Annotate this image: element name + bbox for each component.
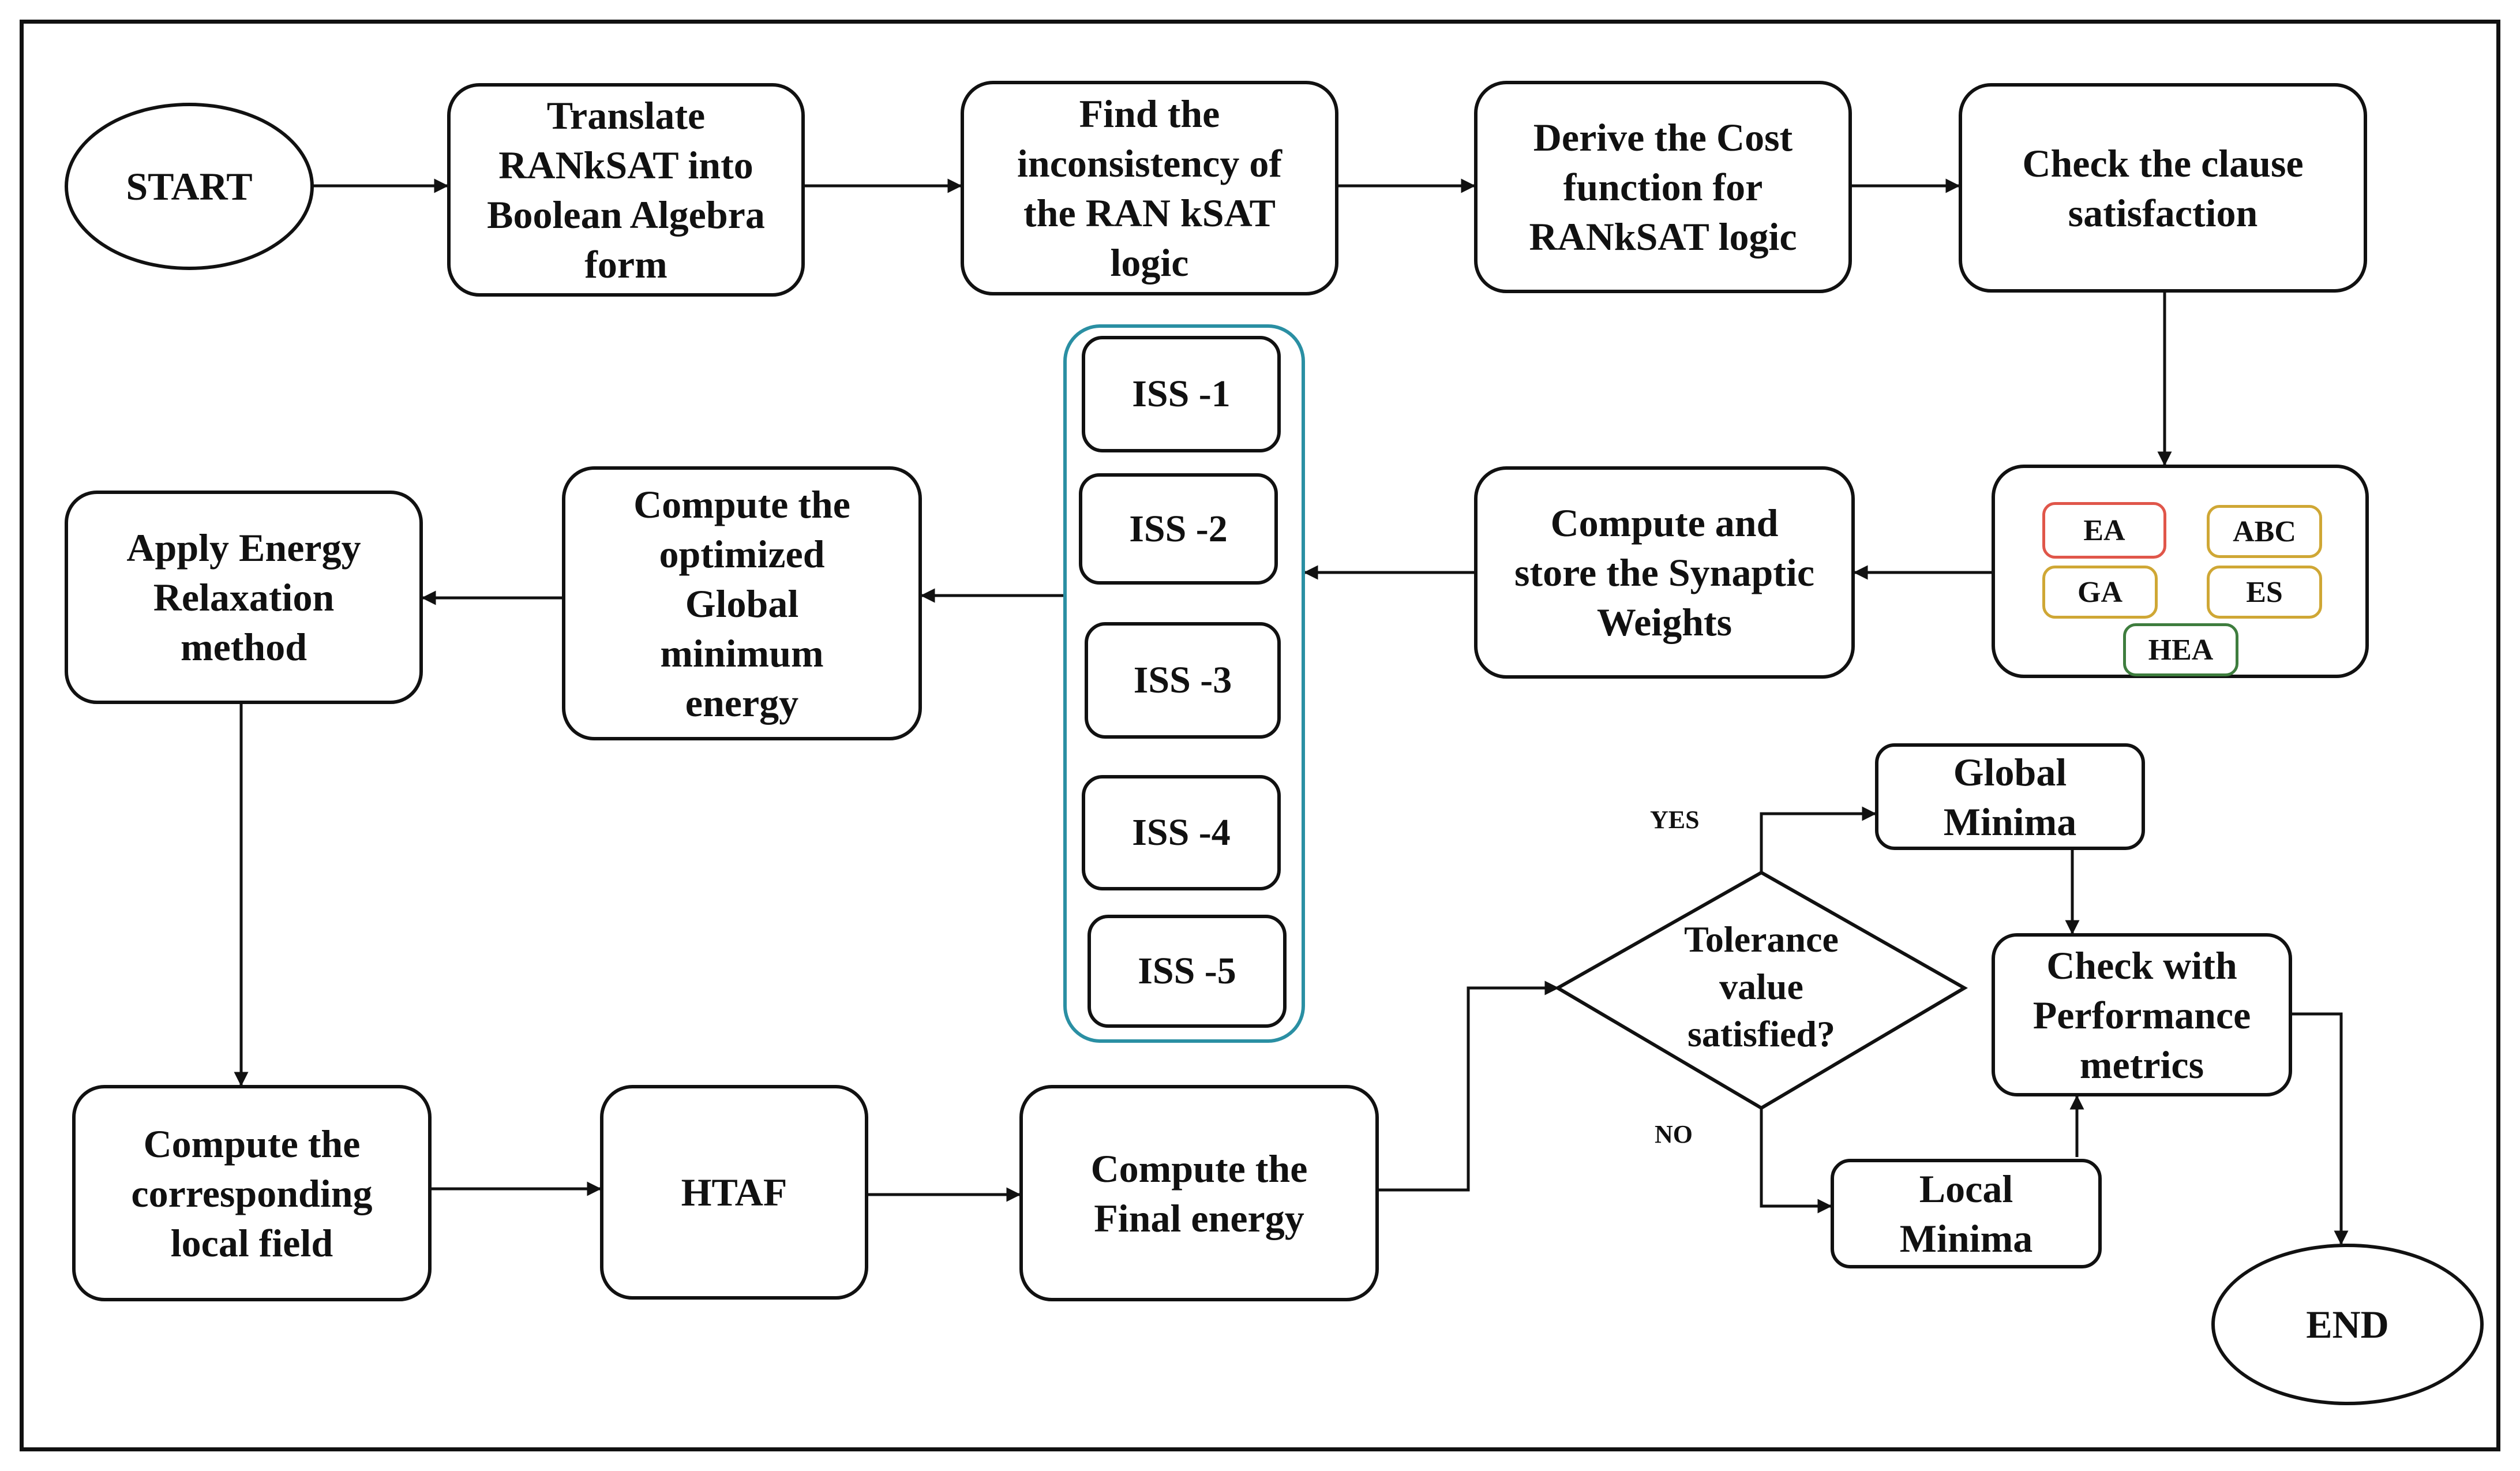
performance-metrics-node: Check with Performance metrics — [1992, 933, 2292, 1096]
algorithm-ga: GA — [2042, 566, 2158, 619]
iss-1: ISS -1 — [1082, 336, 1281, 452]
iss-5: ISS -5 — [1088, 915, 1287, 1028]
no-label: NO — [1655, 1120, 1693, 1148]
iss-4: ISS -4 — [1082, 775, 1281, 890]
synaptic-weights-node: Compute and store the Synaptic Weights — [1474, 466, 1855, 679]
optimized-energy-node: Compute the optimized Global minimum ene… — [562, 466, 922, 740]
decision-diamond — [1554, 870, 1968, 1110]
global-minima-node: Global Minima — [1875, 743, 2145, 850]
edge-tolerance-global — [1760, 806, 1877, 873]
local-minima-node: Local Minima — [1831, 1159, 2102, 1268]
htaf-node: HTAF — [600, 1085, 868, 1300]
tolerance-decision-text: Tolerance value satisfied? — [1684, 919, 1839, 1054]
inconsistency-node: Find the inconsistency of the RAN kSAT l… — [961, 81, 1338, 295]
local-field-node: Compute the corresponding local field — [72, 1085, 432, 1301]
final-energy-node: Compute the Final energy — [1019, 1085, 1379, 1301]
energy-relaxation-node: Apply Energy Relaxation method — [65, 491, 423, 704]
iss-3: ISS -3 — [1085, 622, 1281, 739]
algorithm-es: ES — [2207, 566, 2322, 619]
edge-tolerance-local — [1760, 1108, 1832, 1214]
diagram-frame — [20, 20, 2500, 1451]
clause-satisfaction-node: Check the clause satisfaction — [1959, 83, 2367, 293]
iss-2: ISS -2 — [1079, 473, 1278, 585]
yes-label: YES — [1650, 806, 1700, 834]
edge-final-tolerance — [1379, 980, 1559, 1192]
algorithm-abc: ABC — [2207, 505, 2322, 558]
algorithm-ea: EA — [2042, 502, 2166, 559]
cost-function-node: Derive the Cost function for RANkSAT log… — [1474, 81, 1852, 293]
start-node: START — [65, 103, 314, 270]
edge-performance-end — [2292, 1012, 2349, 1245]
translate-node: Translate RANkSAT into Boolean Algebra f… — [447, 83, 805, 297]
end-node: END — [2211, 1244, 2484, 1405]
iss-group — [1063, 324, 1305, 1043]
algorithm-hea: HEA — [2123, 623, 2238, 676]
